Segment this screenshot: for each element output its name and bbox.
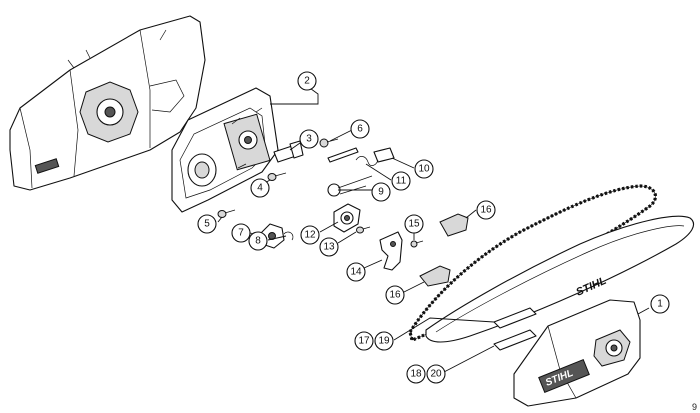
callout-4: 4 (250, 178, 270, 198)
callout-label: 10 (418, 164, 430, 175)
motor-housing (9, 15, 206, 191)
tensioner-pin (327, 147, 373, 197)
callout-label: 4 (257, 183, 263, 194)
callout-11: 11 (391, 171, 411, 191)
bumper-16-lower (419, 265, 451, 287)
callout-label: 19 (378, 336, 390, 347)
callout-label: 5 (204, 219, 210, 230)
bumper-16-upper (439, 213, 469, 237)
callout-6: 6 (350, 119, 370, 139)
callout-8: 8 (248, 231, 268, 251)
callout-label: 3 (306, 134, 312, 145)
retaining-ring-8 (283, 231, 294, 241)
callout-5: 5 (197, 214, 217, 234)
bracket-14 (379, 231, 403, 271)
tensioning-gear-12 (333, 203, 361, 233)
callout-12: 12 (300, 225, 320, 245)
screw-13 (356, 226, 371, 234)
callout-14: 14 (346, 262, 366, 282)
callout-16-lower: 16 (385, 285, 405, 305)
callout-label: 20 (430, 369, 442, 380)
callout-10: 10 (414, 159, 434, 179)
callout-15: 15 (404, 214, 424, 234)
callout-label: 2 (304, 76, 310, 87)
callout-label: 6 (357, 124, 363, 135)
callout-16-upper: 16 (476, 200, 496, 220)
callout-19: 19 (374, 331, 394, 351)
callout-18: 18 (406, 364, 426, 384)
callout-label: 9 (378, 187, 384, 198)
callout-label: 7 (238, 228, 244, 239)
callout-label: 14 (350, 267, 362, 278)
callout-label: 18 (410, 369, 422, 380)
guide-pin-10 (373, 147, 395, 163)
callout-7: 7 (231, 223, 251, 243)
callout-label: 15 (408, 219, 420, 230)
callout-label: 16 (389, 290, 401, 301)
callout-label: 12 (304, 230, 316, 241)
callout-label: 11 (396, 176, 407, 187)
screw-15 (410, 240, 424, 248)
bar-plate-upper (493, 307, 537, 329)
sprocket-cover-plate (171, 87, 279, 213)
leader-lines (217, 85, 650, 373)
screw-6 (319, 138, 339, 148)
callout-13: 13 (319, 237, 339, 257)
callout-9: 9 (371, 182, 391, 202)
screw-4 (267, 172, 287, 181)
callout-label: 17 (358, 336, 370, 347)
callout-3: 3 (299, 129, 319, 149)
callout-label: 1 (657, 299, 663, 310)
sprocket-cover: STIHL (513, 299, 641, 407)
callout-20: 20 (426, 364, 446, 384)
screw-5 (217, 209, 236, 218)
bar-plate-lower (493, 329, 537, 351)
spring-11 (355, 156, 379, 166)
callout-2: 2 (297, 71, 317, 91)
callout-label: 16 (480, 205, 492, 216)
callout-17: 17 (354, 331, 374, 351)
callout-label: 13 (323, 242, 335, 253)
callout-1: 1 (650, 294, 670, 314)
callout-label: 8 (255, 236, 261, 247)
reference-number: 9 (691, 402, 697, 412)
